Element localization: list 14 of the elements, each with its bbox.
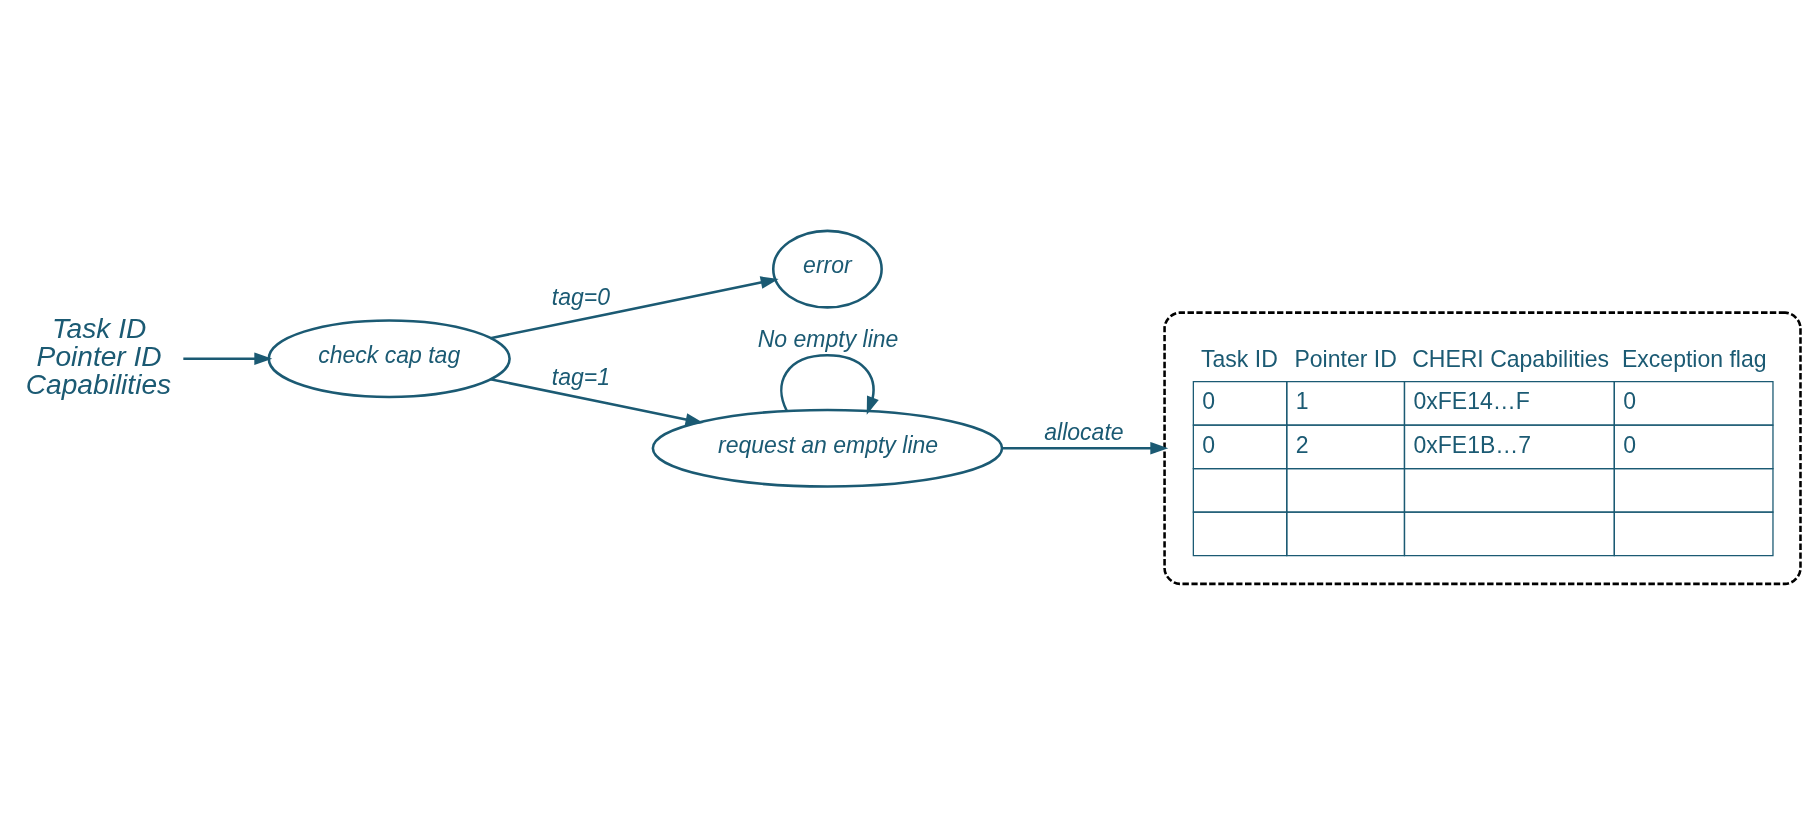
edge-label: tag=0 <box>551 283 610 310</box>
node-box: Task ID Pointer ID CHERI Capabilities Exception flag 0 1 0xFE14…F 0 0 2 0xFE1B…7 0 <box>1163 310 1802 585</box>
edge-label: No empty line <box>757 325 899 352</box>
node-ellipse: check cap tag <box>267 318 511 398</box>
arrow <box>1002 441 1169 455</box>
edge-label: allocate <box>1044 418 1124 445</box>
arrow <box>183 351 273 365</box>
arrow <box>490 377 704 426</box>
edge-label: tag=1 <box>551 363 610 390</box>
node-ellipse: request an empty line <box>651 408 1004 488</box>
node-ellipse: error <box>772 229 883 309</box>
arrow <box>780 353 879 415</box>
arrow <box>490 275 779 339</box>
node-text: Task ID Pointer ID Capabilities <box>25 312 172 400</box>
